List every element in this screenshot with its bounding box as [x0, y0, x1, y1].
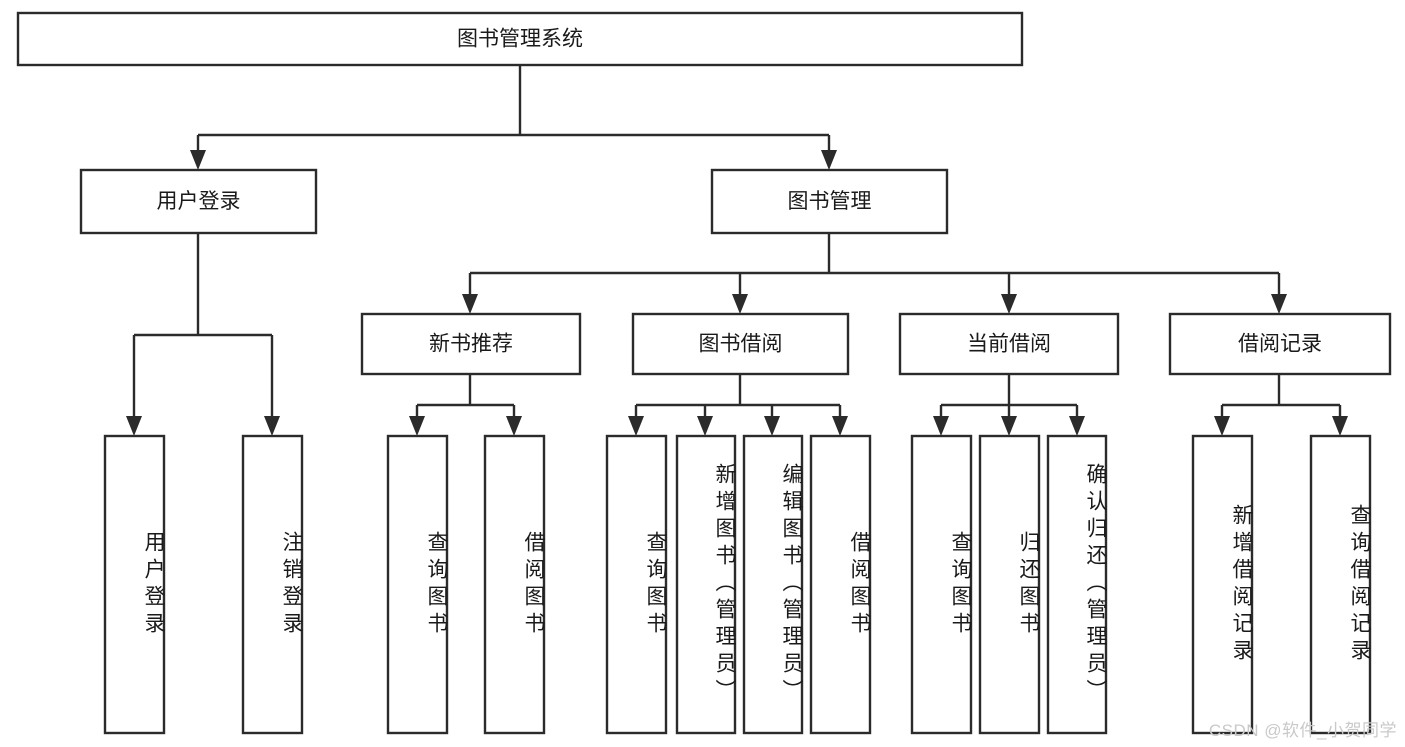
node-level3-3-label: 借阅记录: [1238, 333, 1322, 356]
node-level3-2-rect[interactable]: [898, 312, 1120, 376]
arrow-head-icon: [126, 416, 142, 436]
node-level3-2-label: 当前借阅: [967, 333, 1051, 356]
arrow-head-icon: [264, 416, 280, 436]
arrow-head-icon: [1332, 416, 1348, 436]
node-root-rect[interactable]: [16, 11, 1024, 67]
arrow-head-icon: [506, 416, 522, 436]
node-leaf-0-rect[interactable]: [103, 434, 166, 735]
node-leaf-11[interactable]: [1191, 434, 1254, 735]
node-level2-0[interactable]: 用户登录: [79, 168, 318, 235]
arrow-head-icon: [190, 150, 206, 170]
node-leaf-3-rect[interactable]: [483, 434, 546, 735]
node-leaf-5-rect[interactable]: [675, 434, 737, 735]
arrow-head-icon: [628, 416, 644, 436]
arrow-head-icon: [1214, 416, 1230, 436]
node-level2-0-rect[interactable]: [79, 168, 318, 235]
arrow-head-icon: [821, 150, 837, 170]
node-leaf-1[interactable]: [241, 434, 304, 735]
node-level2-1-rect[interactable]: [710, 168, 949, 235]
node-level2-1-label: 图书管理: [788, 190, 872, 213]
node-leaf-10[interactable]: [1046, 434, 1108, 735]
node-level3-0-label: 新书推荐: [429, 333, 513, 356]
arrow-head-icon: [409, 416, 425, 436]
arrow-head-icon: [1001, 294, 1017, 314]
node-level2-1[interactable]: 图书管理: [710, 168, 949, 235]
node-level3-3-rect[interactable]: [1168, 312, 1392, 376]
arrow-head-icon: [1001, 416, 1017, 436]
node-level3-3[interactable]: 借阅记录: [1168, 312, 1392, 376]
connectors-layer: [126, 65, 1348, 436]
node-leaf-4[interactable]: [605, 434, 668, 735]
csdn-watermark: CSDN @软件_小贺同学: [1208, 721, 1397, 740]
node-level3-2[interactable]: 当前借阅: [898, 312, 1120, 376]
node-leaf-2[interactable]: [386, 434, 449, 735]
arrow-head-icon: [462, 294, 478, 314]
arrow-head-icon: [732, 294, 748, 314]
arrow-head-icon: [933, 416, 949, 436]
node-level3-1-rect[interactable]: [631, 312, 850, 376]
node-leaf-7[interactable]: [809, 434, 872, 735]
node-leaf-2-rect[interactable]: [386, 434, 449, 735]
node-leaf-8[interactable]: [910, 434, 973, 735]
node-leaf-12[interactable]: [1309, 434, 1372, 735]
node-leaf-9[interactable]: [978, 434, 1041, 735]
arrow-head-icon: [832, 416, 848, 436]
arrow-head-icon: [764, 416, 780, 436]
node-leaf-11-rect[interactable]: [1191, 434, 1254, 735]
node-level3-0[interactable]: 新书推荐: [360, 312, 582, 376]
node-leaf-6[interactable]: [742, 434, 804, 735]
node-leaf-9-rect[interactable]: [978, 434, 1041, 735]
arrow-head-icon: [1271, 294, 1287, 314]
node-leaf-10-rect[interactable]: [1046, 434, 1108, 735]
node-root[interactable]: 图书管理系统: [16, 11, 1024, 67]
node-leaf-5[interactable]: [675, 434, 737, 735]
node-leaf-3[interactable]: [483, 434, 546, 735]
node-level2-0-label: 用户登录: [157, 190, 241, 213]
arrow-head-icon: [1069, 416, 1085, 436]
node-leaf-1-rect[interactable]: [241, 434, 304, 735]
node-leaf-12-rect[interactable]: [1309, 434, 1372, 735]
node-level3-1-label: 图书借阅: [699, 333, 783, 356]
node-level3-1[interactable]: 图书借阅: [631, 312, 850, 376]
node-leaf-8-rect[interactable]: [910, 434, 973, 735]
node-leaf-0[interactable]: [103, 434, 166, 735]
node-leaf-4-rect[interactable]: [605, 434, 668, 735]
node-leaf-7-rect[interactable]: [809, 434, 872, 735]
arrow-head-icon: [697, 416, 713, 436]
node-leaf-6-rect[interactable]: [742, 434, 804, 735]
node-root-label: 图书管理系统: [457, 28, 583, 51]
node-level3-0-rect[interactable]: [360, 312, 582, 376]
